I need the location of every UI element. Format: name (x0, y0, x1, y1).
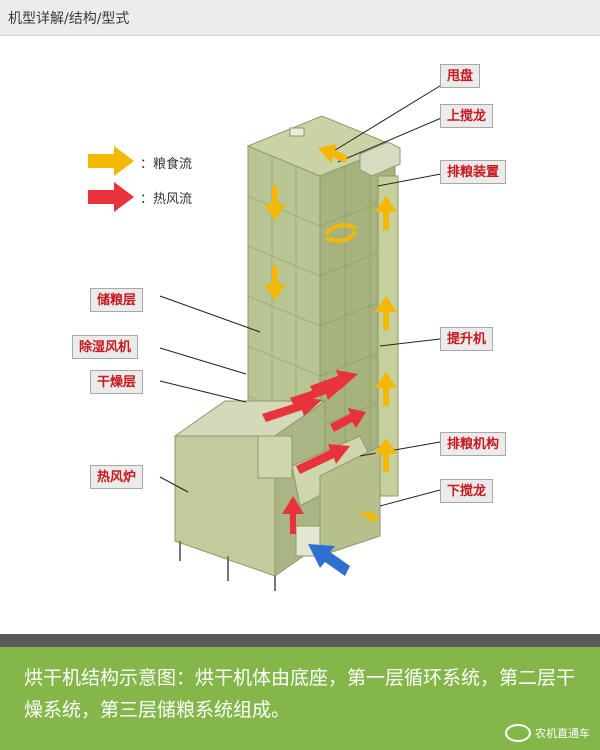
legend-grain-arrow (88, 146, 134, 176)
furnace-body (173, 400, 381, 591)
footer-divider (0, 634, 600, 647)
label-chuliangceng: 储粮层 (90, 288, 144, 312)
leader-lines (159, 80, 449, 507)
cold-air-arrow (308, 544, 350, 576)
label-reffenglu: 热风炉 (90, 465, 144, 489)
page-title: 机型详解/结构/型式 (8, 11, 130, 27)
label-shuaipan: 甩盘 (440, 64, 481, 88)
dryer-diagram: ：粮食流 ：热风流 甩盘 上搅龙 排粮装置 储粮层 除湿风机 干燥层 热风炉 提… (0, 36, 600, 634)
label-pailiang-jigou: 排粮机构 (440, 432, 507, 456)
caption-text: 烘干机结构示意图：烘干机体由底座，第一层循环系统，第二层干燥系统，第三层储粮系统… (24, 667, 576, 721)
brand-logo-icon (505, 724, 531, 742)
label-xiajiaolong: 下搅龙 (440, 479, 494, 503)
brand-mark: 农机直通车 (505, 724, 590, 742)
label-shangjiaolong: 上搅龙 (440, 104, 494, 128)
label-pailiang-zhuangzhi: 排粮装置 (440, 160, 507, 184)
dryer-illustration (88, 80, 449, 591)
legend-hot-label: ：热风流 (140, 192, 193, 207)
legend-hot-arrow (88, 182, 134, 212)
hot-air-arrows (262, 370, 366, 534)
label-ganzaoceng: 干燥层 (90, 370, 144, 394)
caption-footer: 烘干机结构示意图：烘干机体由底座，第一层循环系统，第二层干燥系统，第三层储粮系统… (0, 634, 600, 750)
grain-flow-arrows (264, 144, 397, 521)
legend-grain-label: ：粮食流 (140, 157, 193, 172)
brand-name: 农机直通车 (535, 727, 590, 740)
label-tishengji: 提升机 (440, 327, 494, 351)
label-chushi-fengji: 除湿风机 (72, 335, 139, 359)
grain-swirl (324, 223, 358, 243)
page-header: 机型详解/结构/型式 (0, 0, 600, 36)
